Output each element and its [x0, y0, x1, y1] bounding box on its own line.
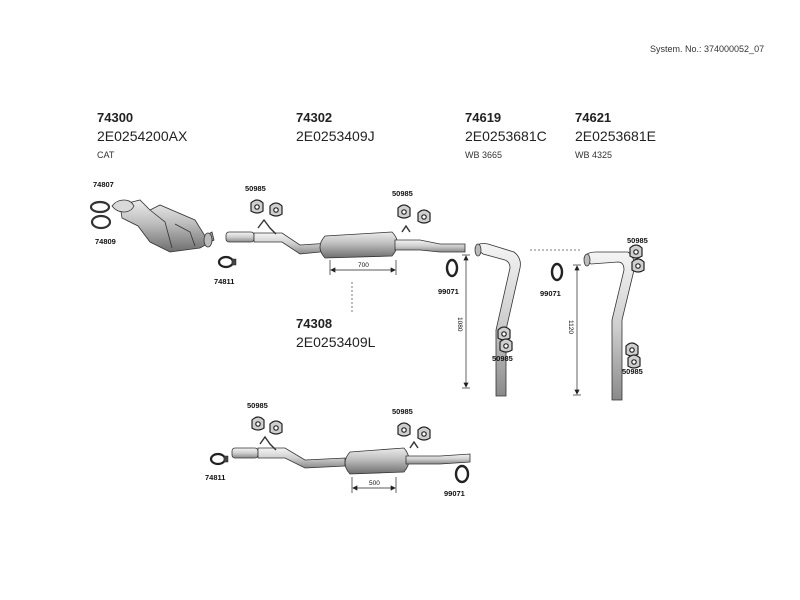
callout-74811-top: 74811 [214, 277, 235, 286]
rear-pipe-74621 [583, 251, 635, 401]
part-number: 74300 [97, 110, 134, 125]
gasket-99071-a-icon [445, 258, 459, 278]
callout-50985-d: 50985 [627, 236, 648, 245]
oem-number: 2E0253409J [296, 128, 375, 144]
gasket-74809-icon [90, 214, 112, 230]
rear-pipe-74619 [474, 243, 521, 397]
dimension-700 [329, 260, 397, 275]
oem-number: 2E0253409L [296, 334, 376, 350]
system-number: System. No.: 374000052_07 [650, 44, 765, 54]
part-number: 74621 [575, 110, 612, 125]
middle-pipe-74308 [231, 435, 471, 475]
part-number: 74302 [296, 110, 333, 125]
callout-99071-c: 99071 [444, 489, 465, 498]
mount-50985-f-icon [251, 416, 283, 435]
catalytic-converter [111, 199, 215, 253]
dimension-1080 [462, 254, 470, 389]
mount-50985-e-icon [625, 342, 641, 369]
mount-50985-d-icon [629, 244, 645, 273]
mount-50985-a-icon [250, 199, 283, 217]
mount-50985-c-icon [497, 326, 513, 353]
mount-50985-b-icon [397, 204, 431, 224]
callout-50985-b: 50985 [392, 189, 413, 198]
callout-50985-f: 50985 [247, 401, 268, 410]
assembly-note: WB 4325 [575, 150, 613, 160]
part-number: 74619 [465, 110, 502, 125]
part-number: 74308 [296, 316, 333, 331]
middle-pipe-74302 [225, 218, 466, 259]
callout-50985-g: 50985 [392, 407, 413, 416]
dimension-500 [351, 477, 397, 493]
callout-50985-c: 50985 [492, 354, 513, 363]
gasket-99071-c-icon [454, 464, 470, 484]
callout-74809: 74809 [95, 237, 116, 246]
assembly-note: WB 3665 [465, 150, 503, 160]
callout-50985-a: 50985 [245, 184, 266, 193]
gasket-99071-b-icon [550, 262, 564, 282]
gasket-74807-icon [89, 200, 111, 214]
oem-number: 2E0254200AX [97, 128, 188, 144]
dimension-label-700: 700 [358, 262, 369, 269]
dimension-label-1080: 1080 [456, 317, 463, 332]
dimension-1120 [573, 264, 581, 396]
clamp-74811-bottom-icon [209, 452, 229, 466]
callout-99071-b: 99071 [540, 289, 561, 298]
dimension-label-500: 500 [369, 480, 380, 487]
callout-74807: 74807 [93, 180, 114, 189]
callout-50985-e: 50985 [622, 367, 643, 376]
oem-number: 2E0253681C [465, 128, 547, 144]
callout-99071-a: 99071 [438, 287, 459, 296]
callout-74811-bottom: 74811 [205, 473, 226, 482]
mount-50985-g-icon [397, 422, 431, 441]
oem-number: 2E0253681E [575, 128, 656, 144]
clamp-74811-top-icon [217, 255, 237, 269]
assembly-note: CAT [97, 150, 115, 160]
dimension-label-1120: 1120 [567, 320, 574, 334]
